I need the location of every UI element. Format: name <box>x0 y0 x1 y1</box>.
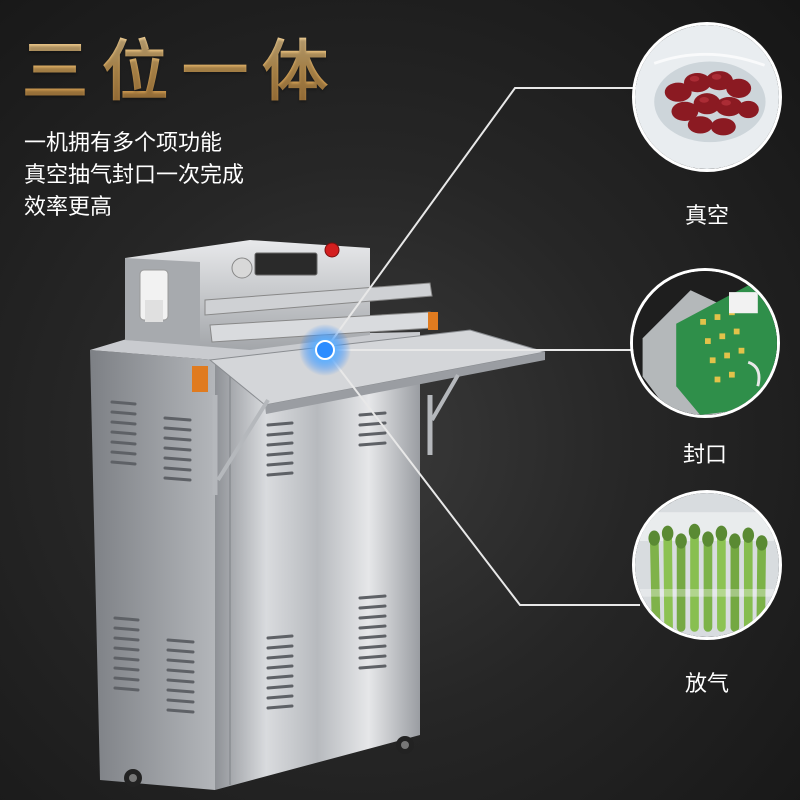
front-vents <box>266 411 387 710</box>
feature-label-seal: 封口 <box>682 443 727 468</box>
callout-lines <box>324 87 645 606</box>
caster-wheels <box>124 736 414 787</box>
feature-description: 一机拥有多个项功能 真空抽气封口一次完成 效率更高 <box>24 128 244 224</box>
side-vents <box>110 400 195 714</box>
description-line-1: 一机拥有多个项功能 <box>24 131 223 156</box>
description-line-2: 真空抽气封口一次完成 <box>24 163 245 188</box>
loading-tray <box>192 329 546 495</box>
feature-label-vacuum: 真空 <box>684 204 729 229</box>
sealed-circuit-board-bag-icon <box>633 271 777 415</box>
headline: 三位一体 <box>22 18 342 114</box>
feature-image-seal <box>630 268 780 418</box>
feature-image-vacuum <box>632 22 782 172</box>
feature-label-release-air: 放气 <box>684 672 729 697</box>
vacuum-chamber-unit <box>125 240 438 350</box>
vacuum-packed-asparagus-icon <box>635 493 779 637</box>
feature-image-release-air <box>632 490 782 640</box>
description-line-3: 效率更高 <box>24 195 113 220</box>
cabinet <box>90 332 420 790</box>
vacuum-sealed-dates-icon <box>635 25 779 169</box>
